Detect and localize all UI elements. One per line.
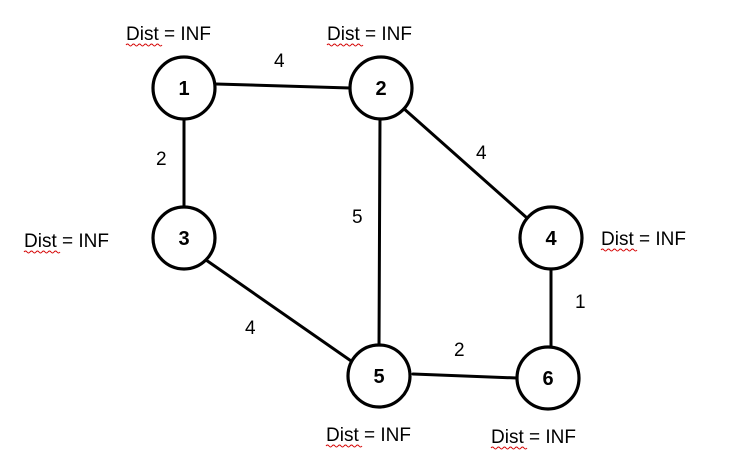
node-label: 6 [542,368,553,390]
spellcheck-underline [600,248,638,252]
dist-label-node-4: Dist = INF [601,229,686,250]
node-label: 2 [375,78,386,100]
weight-1-2: 4 [274,51,285,72]
node-6: 6 [515,345,581,411]
edge-weights: 4 2 4 5 4 1 2 [156,51,586,361]
spellcheck-underline [490,446,528,450]
spellcheck-underline [23,250,61,254]
dist-label-node-3: Dist = INF [24,231,109,252]
node-label: 3 [178,228,189,250]
weight-2-5: 5 [352,207,363,228]
dist-labels: Dist = INF Dist = INF Dist = INF Dist = … [24,24,686,448]
node-label: 5 [373,366,384,388]
edge-2-4 [400,105,529,220]
spellcheck-underline [326,43,364,47]
spellcheck-underlines [23,43,638,450]
node-2: 2 [348,55,414,121]
dist-label-node-2: Dist = INF [327,24,412,45]
node-5: 5 [346,343,412,409]
weight-5-6: 2 [454,340,465,361]
weight-1-3: 2 [156,149,167,170]
edges [182,82,553,380]
weight-4-6: 1 [575,292,586,313]
node-1: 1 [151,55,217,121]
node-3: 3 [151,205,217,271]
node-label: 1 [178,78,189,100]
spellcheck-underline [125,43,163,47]
dist-label-node-6: Dist = INF [491,427,576,448]
edge-1-2 [214,82,352,90]
weight-2-4: 4 [476,143,487,164]
node-4: 4 [518,205,584,271]
edge-2-5 [377,114,382,350]
dist-label-node-1: Dist = INF [126,24,211,45]
weight-3-5: 4 [245,318,256,339]
dist-label-node-5: Dist = INF [326,425,411,446]
spellcheck-underline [325,444,363,448]
edge-5-6 [411,372,519,380]
node-label: 4 [545,228,557,250]
edge-3-5 [204,258,356,365]
